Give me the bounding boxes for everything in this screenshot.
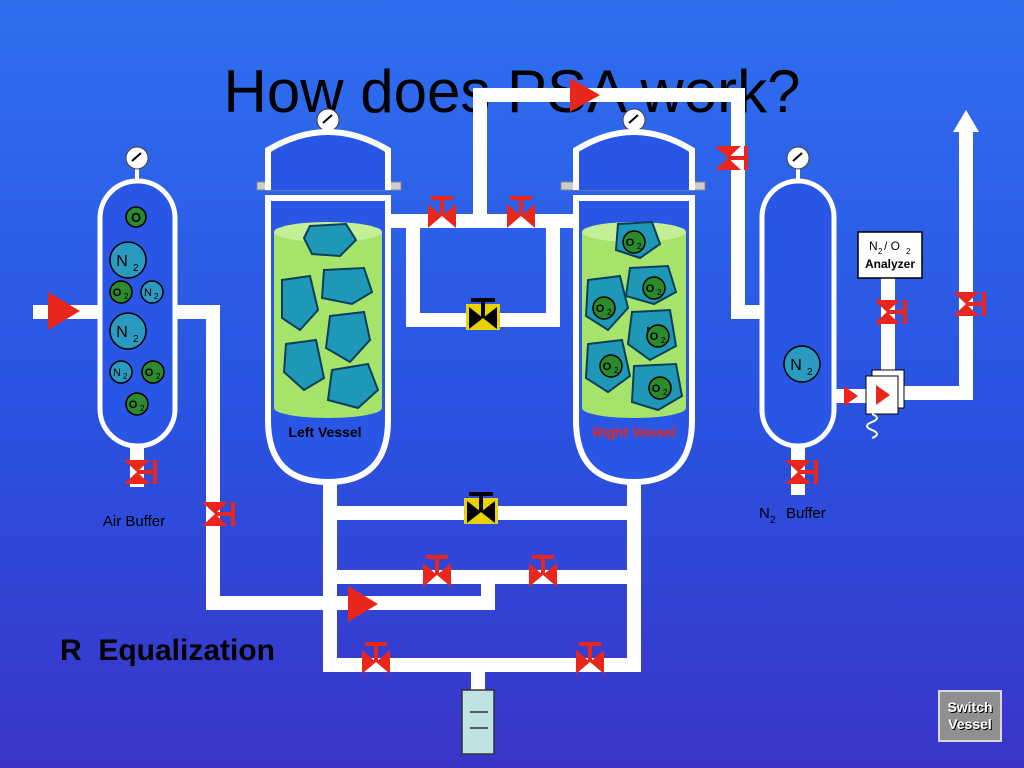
switch-button-line-1: Switch: [947, 699, 993, 715]
molecule-o2: [141, 360, 165, 384]
svg-text:2: 2: [878, 247, 883, 256]
pipe-top-bridge: [473, 88, 775, 319]
svg-text:2: 2: [663, 388, 668, 397]
svg-text:2: 2: [637, 242, 642, 251]
svg-text:O: O: [145, 367, 154, 379]
solenoid-valve-icon: [865, 369, 905, 439]
product-outlet-arrow-icon: [953, 110, 979, 132]
analyzer-valve-icon[interactable]: [872, 298, 907, 326]
svg-text:N: N: [113, 367, 121, 379]
svg-text:2: 2: [124, 292, 129, 301]
svg-text:N: N: [790, 357, 802, 374]
svg-text:2: 2: [154, 292, 159, 301]
air-buffer-vessel: O N 2 O 2 N 2 N 2 N 2 O 2 O 2: [97, 145, 178, 449]
svg-text:O: O: [626, 237, 635, 249]
switch-vessel-button[interactable]: Switch Vessel: [938, 690, 1002, 742]
left-vessel: [256, 107, 402, 486]
svg-text:O: O: [596, 303, 605, 315]
svg-text:O: O: [129, 399, 138, 411]
top-equalization-valve-icon[interactable]: [464, 298, 502, 332]
n2-product-flow-arrow-icon: [844, 386, 858, 406]
svg-text:2: 2: [133, 263, 139, 274]
molecule-o2: [109, 280, 133, 304]
n2-buffer-pressure-gauge-icon: [785, 145, 811, 184]
svg-text:2: 2: [123, 372, 128, 381]
svg-text:2: 2: [661, 336, 666, 345]
svg-text:O: O: [652, 383, 661, 395]
svg-text:2: 2: [906, 247, 911, 256]
left-vessel-label: Left Vessel: [288, 424, 361, 440]
n2-o2-analyzer: N 2 / O 2 Analyzer: [857, 231, 923, 279]
n2-buffer-vessel: N 2: [759, 145, 837, 449]
molecule-o2: [125, 392, 149, 416]
pipe-air-buffer-outlet: [168, 305, 325, 610]
bottom-equalization-valve-icon[interactable]: [462, 492, 500, 526]
svg-text:2: 2: [614, 366, 619, 375]
air-buffer-pressure-gauge-icon: [124, 145, 150, 184]
right-vessel-label: Right Vessel: [592, 424, 675, 440]
svg-text:Buffer: Buffer: [786, 505, 826, 522]
svg-text:2: 2: [657, 288, 662, 297]
svg-text:Analyzer: Analyzer: [865, 257, 915, 271]
molecule-n2: [109, 312, 147, 350]
molecule-n2: [140, 280, 164, 304]
svg-text:O: O: [113, 287, 122, 299]
svg-text:O: O: [603, 361, 612, 373]
top-bridge-flow-arrow-icon: [570, 78, 600, 112]
process-stage-label: R Equalization: [60, 634, 276, 667]
adsorbed-o2-molecules: O 2 O 2 O 2 N O 2 O 2 O 2: [592, 230, 672, 400]
n2-buffer-drain-valve-icon[interactable]: [783, 458, 818, 486]
svg-text:N: N: [116, 324, 128, 341]
svg-text:O: O: [131, 210, 141, 225]
molecule-n2: [109, 241, 147, 279]
svg-text:O: O: [650, 331, 659, 343]
product-outlet-valve-icon[interactable]: [951, 290, 986, 318]
svg-text:N: N: [759, 505, 770, 522]
svg-text:N: N: [116, 253, 128, 270]
air-buffer-label: Air Buffer: [103, 513, 165, 530]
svg-text:N: N: [869, 239, 878, 253]
molecule-n2: [783, 345, 821, 383]
air-buffer-drain-valve-icon[interactable]: [122, 458, 157, 486]
svg-text:N: N: [144, 287, 152, 299]
sieve-particles: [281, 222, 380, 410]
silencer-icon: [461, 689, 495, 755]
molecule-n2: [109, 360, 133, 384]
equalization-flow-arrow-icon: [348, 586, 378, 622]
switch-button-line-2: Vessel: [948, 716, 992, 732]
svg-text:2: 2: [807, 367, 813, 378]
pipe-product-outlet: [898, 121, 973, 400]
svg-text:2: 2: [607, 308, 612, 317]
n2-buffer-label: N 2 Buffer: [759, 505, 826, 526]
svg-text:2: 2: [156, 372, 161, 381]
svg-text:/ O: / O: [884, 239, 900, 253]
right-vessel: O 2 O 2 O 2 N O 2 O 2 O 2: [560, 107, 706, 486]
svg-text:O: O: [646, 283, 655, 295]
svg-text:2: 2: [133, 334, 139, 345]
svg-text:2: 2: [770, 515, 776, 526]
air-inlet-flow-arrow-icon: [48, 292, 80, 330]
molecule-o: [125, 206, 147, 228]
svg-text:2: 2: [140, 404, 145, 413]
